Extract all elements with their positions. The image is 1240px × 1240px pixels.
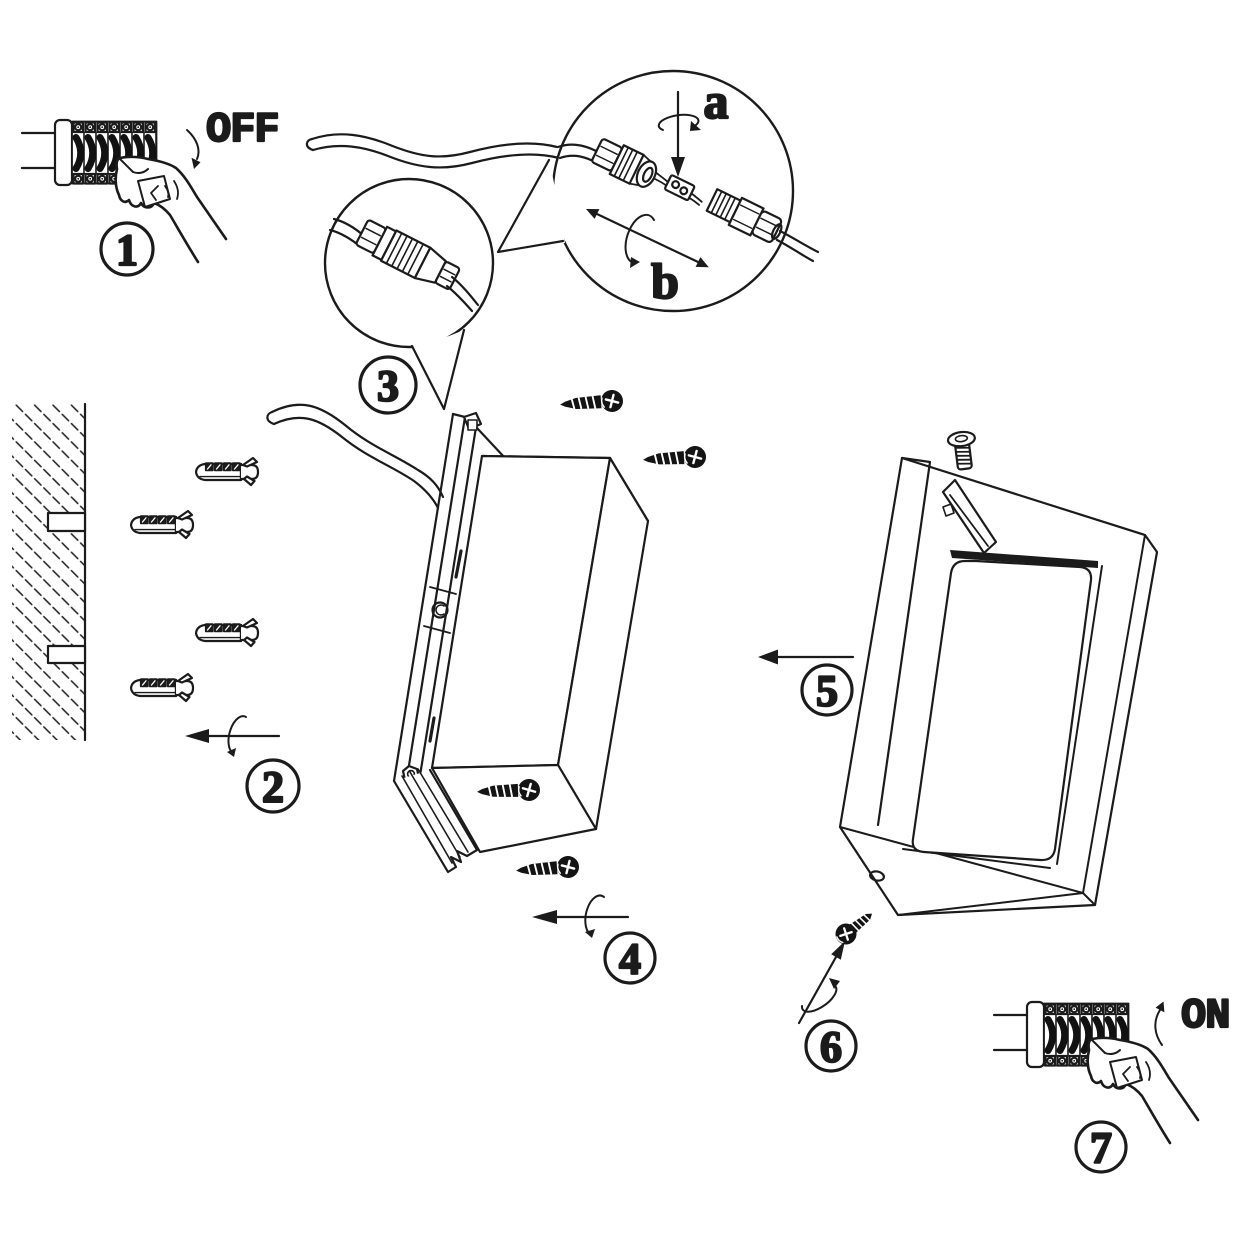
wall-plug-icon — [129, 509, 195, 540]
step-number: 6 — [820, 1023, 842, 1072]
step-number: 3 — [377, 362, 399, 411]
cable-hook — [266, 410, 276, 426]
power-off-label: OFF — [206, 106, 279, 154]
wall-plug-icon — [129, 672, 195, 703]
step-number: 2 — [262, 763, 284, 812]
cable-right — [445, 275, 480, 313]
step-number: 4 — [619, 935, 641, 984]
step-badge-5: 5 — [800, 663, 854, 717]
breaker-on-scene: ON — [994, 991, 1232, 1145]
rotation-label-a: a — [704, 73, 729, 129]
step4-screw-arrow — [532, 894, 630, 938]
step-number: 5 — [816, 667, 838, 716]
connector-right-half-icon — [705, 188, 783, 243]
back-box — [430, 454, 650, 854]
plate-slot — [428, 549, 463, 743]
bottom-screw-hole — [868, 870, 886, 882]
box-bottom-face — [430, 763, 598, 854]
step-badge-4: 4 — [603, 931, 657, 985]
connector-detail-circle-assembled — [323, 177, 495, 411]
rotation-b-arrow — [586, 209, 709, 268]
wall-plugs — [129, 456, 260, 703]
step-badge-7: 7 — [1074, 1120, 1128, 1174]
hanging-bracket — [941, 478, 998, 555]
drilled-hole-upper — [46, 511, 87, 533]
breaker-off-scene: OFF — [22, 105, 281, 264]
plate-screw-hole — [431, 601, 449, 619]
balloon-pointer — [496, 158, 565, 254]
step-badge-1: 1 — [99, 221, 155, 277]
wall-section — [12, 402, 87, 742]
step-badge-2: 2 — [245, 758, 301, 814]
wall-hatching — [12, 404, 85, 740]
drilled-hole-lower — [46, 644, 87, 665]
connector-left-half-icon — [591, 138, 658, 188]
diffuser-panel — [911, 559, 1093, 862]
on-direction-arrow — [1154, 1001, 1165, 1046]
mounting-screw-icon — [641, 444, 708, 472]
waterproof-connector-icon — [355, 219, 461, 290]
step-number: 1 — [116, 226, 138, 275]
frame-gap-shadow — [950, 550, 1098, 568]
mounting-screw-icon — [514, 854, 581, 883]
bottom-lock-screw-icon — [835, 913, 873, 945]
power-on-label: ON — [1181, 992, 1229, 1040]
step5-attach-arrow — [758, 649, 855, 665]
step-badge-6: 6 — [804, 1019, 858, 1073]
step-badge-3: 3 — [358, 355, 418, 415]
bottom-heatsink-ribs — [392, 768, 479, 874]
supply-cable — [305, 133, 561, 169]
mains-cable — [270, 403, 445, 510]
front-frame — [758, 430, 1159, 1025]
mounting-screw-icon — [558, 388, 625, 417]
rotation-a-arrow — [657, 90, 701, 177]
back-box-assembly — [266, 388, 708, 938]
step-number: 7 — [1090, 1124, 1112, 1173]
cable-right — [775, 229, 820, 263]
rotation-label-b: b — [651, 253, 679, 309]
step2-insert-arrow — [185, 715, 281, 757]
off-direction-arrow — [186, 129, 201, 169]
wall-plug-icon — [194, 456, 260, 487]
top-machine-screw-icon — [946, 430, 976, 471]
balloon-pointer — [410, 328, 466, 411]
wall-plug-icon — [194, 617, 260, 648]
step6-screw-arrow — [797, 941, 845, 1025]
connector-detail-circle-opened: a b — [496, 69, 820, 313]
wire-terminal-block-icon — [654, 172, 703, 206]
mounting-plate — [392, 411, 507, 874]
